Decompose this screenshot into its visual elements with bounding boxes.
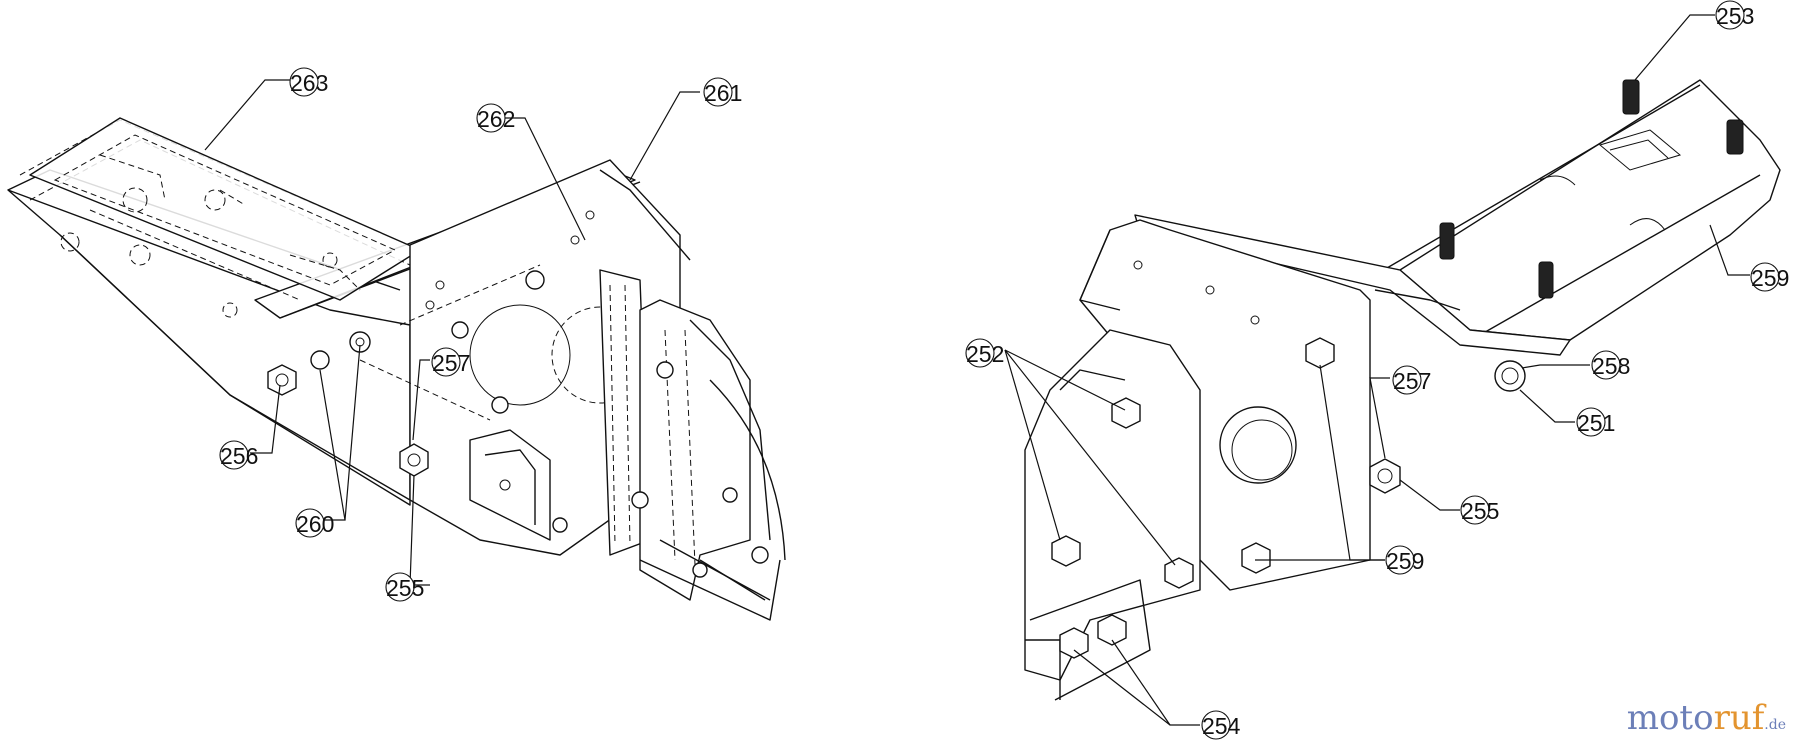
svg-text:259: 259 (1751, 265, 1789, 291)
callout-258: 258 (1591, 350, 1630, 380)
brand-part-1: moto (1626, 698, 1714, 738)
brand-watermark: motoruf.de (1627, 698, 1786, 738)
stud-253 (1622, 79, 1640, 115)
svg-text:259: 259 (1386, 548, 1424, 574)
callout-257-left: 257 (431, 347, 470, 377)
callouts: 263 262 261 257 256 260 255 253 (219, 0, 1789, 740)
washer-251 (1494, 360, 1526, 392)
nut-255-right (1369, 458, 1401, 494)
svg-text:256: 256 (220, 443, 258, 469)
brand-part-2: ruf (1713, 698, 1765, 738)
svg-text:255: 255 (1461, 498, 1499, 524)
svg-text:258: 258 (1592, 353, 1630, 379)
callout-254: 254 (1201, 710, 1241, 740)
callout-259-bottom: 259 (1385, 545, 1424, 575)
svg-text:253: 253 (1716, 3, 1754, 29)
svg-text:261: 261 (704, 80, 742, 106)
svg-text:257: 257 (432, 350, 470, 376)
callout-259-top: 259 (1750, 262, 1789, 292)
callout-262: 262 (476, 103, 515, 133)
callout-252: 252 (965, 338, 1004, 368)
callout-255-left: 255 (385, 572, 424, 602)
svg-text:257: 257 (1393, 368, 1431, 394)
callout-255-right: 255 (1460, 495, 1499, 525)
leader-lines (204, 14, 1750, 726)
callout-261: 261 (703, 77, 742, 107)
callout-260: 260 (295, 508, 334, 538)
right-assembly-drawing (1024, 79, 1781, 701)
svg-text:262: 262 (477, 106, 515, 132)
callout-251: 251 (1576, 407, 1615, 437)
nut-252-a (1111, 397, 1141, 429)
svg-text:254: 254 (1202, 713, 1241, 739)
brand-suffix: .de (1764, 717, 1786, 733)
callout-256: 256 (219, 440, 258, 470)
nut-256 (267, 364, 297, 396)
callout-257-right: 257 (1392, 365, 1431, 395)
callout-253: 253 (1715, 0, 1754, 30)
svg-text:251: 251 (1577, 410, 1615, 436)
svg-text:263: 263 (290, 70, 328, 96)
svg-text:255: 255 (386, 575, 424, 601)
callout-263: 263 (289, 67, 328, 97)
svg-text:260: 260 (296, 511, 334, 537)
nut-255-left (399, 443, 429, 477)
left-assembly-drawing (7, 117, 786, 621)
svg-text:252: 252 (966, 341, 1004, 367)
